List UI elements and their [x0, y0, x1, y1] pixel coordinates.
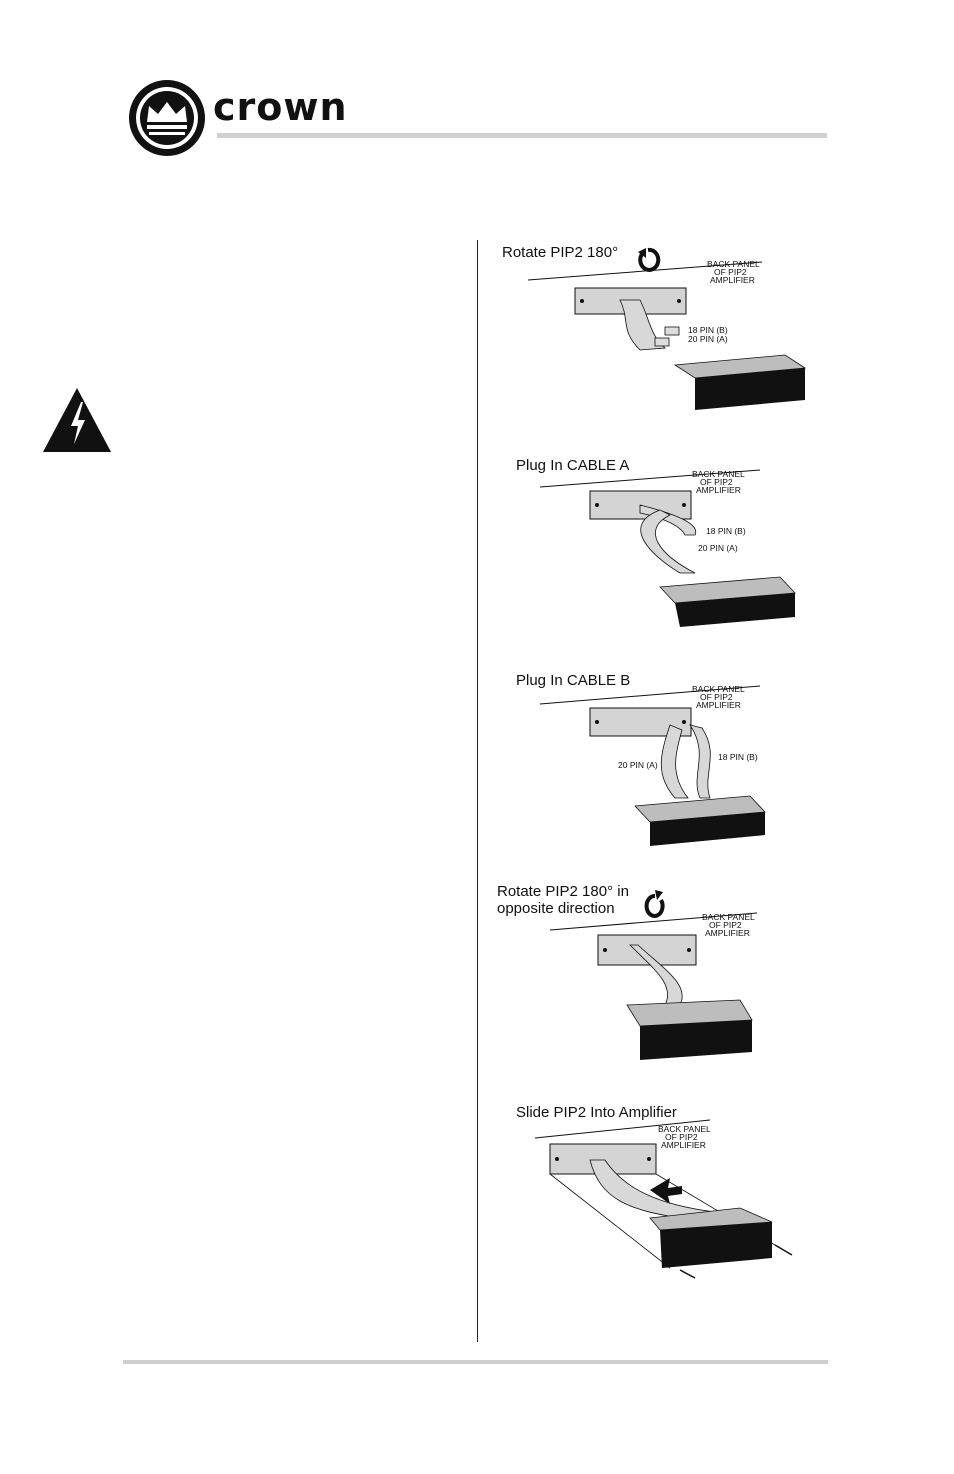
step-title: Slide PIP2 Into Amplifier [516, 1104, 677, 1121]
svg-text:BACK PANEL: BACK PANEL [692, 469, 745, 479]
arrow-icon [650, 1178, 682, 1204]
step-title: Plug In CABLE B [516, 672, 631, 689]
svg-text:AMPLIFIER: AMPLIFIER [661, 1140, 706, 1150]
svg-text:AMPLIFIER: AMPLIFIER [705, 928, 750, 938]
svg-text:18 PIN (B): 18 PIN (B) [718, 752, 758, 762]
brand-wordmark: crown [213, 85, 348, 129]
svg-text:OF PIP2: OF PIP2 [714, 267, 747, 277]
svg-text:OF PIP2: OF PIP2 [665, 1132, 698, 1142]
footer-rule [123, 1360, 828, 1364]
svg-text:OF PIP2: OF PIP2 [700, 692, 733, 702]
header-rule [217, 133, 827, 138]
svg-text:AMPLIFIER: AMPLIFIER [696, 485, 741, 495]
svg-text:OF PIP2: OF PIP2 [700, 477, 733, 487]
step-illustration: BACK PANEL OF PIP2 AMPLIFIER [534, 1119, 793, 1279]
step-title: Plug In CABLE A [516, 457, 630, 474]
step-rotate-back: Rotate PIP2 180° in opposite direction B… [495, 880, 815, 1070]
step-slide-in: Slide PIP2 Into Amplifier BACK PANEL OF … [510, 1100, 820, 1300]
svg-text:AMPLIFIER: AMPLIFIER [696, 700, 741, 710]
rotate-clockwise-icon [638, 247, 661, 272]
step-illustration: BACK PANEL OF PIP2 AMPLIFIER [549, 890, 758, 1060]
step-illustration: BACK PANEL OF PIP2 AMPLIFIER 20 PIN (A) … [539, 684, 766, 846]
svg-text:AMPLIFIER: AMPLIFIER [710, 275, 755, 285]
step-title: Rotate PIP2 180° [502, 244, 619, 261]
rotate-counterclockwise-icon [644, 890, 665, 918]
svg-text:18 PIN (B): 18 PIN (B) [706, 526, 746, 536]
svg-text:OF PIP2: OF PIP2 [709, 920, 742, 930]
step-plug-cable-b: Plug In CABLE B BACK PANEL OF PIP2 AMPLI… [510, 670, 820, 850]
svg-text:BACK PANEL: BACK PANEL [707, 259, 760, 269]
step-rotate: Rotate PIP2 180° BACK PANEL OF PIP2 AMPL… [500, 240, 820, 420]
crown-logo [129, 80, 205, 156]
electrical-warning-icon [43, 388, 111, 452]
svg-text:20 PIN (A): 20 PIN (A) [618, 760, 658, 770]
svg-text:20 PIN (A): 20 PIN (A) [688, 334, 728, 344]
step-illustration: BACK PANEL OF PIP2 AMPLIFIER 18 PIN (B) … [527, 247, 807, 410]
step-title: Rotate PIP2 180° in [497, 883, 629, 900]
svg-text:BACK PANEL: BACK PANEL [658, 1124, 711, 1134]
step-illustration: BACK PANEL OF PIP2 AMPLIFIER 18 PIN (B) … [539, 469, 796, 627]
svg-text:20 PIN (A): 20 PIN (A) [698, 543, 738, 553]
column-divider [477, 240, 478, 1342]
svg-text:BACK PANEL: BACK PANEL [692, 684, 745, 694]
step-plug-cable-a: Plug In CABLE A BACK PANEL OF PIP2 AMPLI… [510, 455, 820, 635]
step-title: opposite direction [497, 900, 615, 917]
svg-text:18 PIN (B): 18 PIN (B) [688, 325, 728, 335]
svg-text:BACK PANEL: BACK PANEL [702, 912, 755, 922]
